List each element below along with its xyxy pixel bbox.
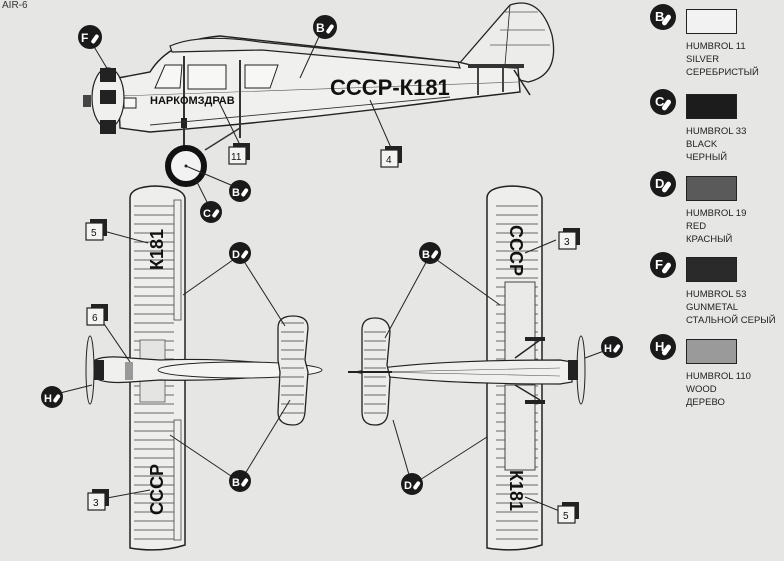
- svg-text:C: C: [203, 208, 211, 220]
- paint-callout-d-lower: D: [401, 473, 423, 495]
- decal-callouts: 11 4 5 6 3 3 5: [85, 143, 580, 524]
- decal-callout-3-right: 3: [558, 228, 580, 250]
- paint-name-en: RED: [686, 221, 707, 232]
- paint-name-en: WOOD: [686, 384, 717, 395]
- fuselage-marking: НАРКОМЗДРАВ: [150, 95, 235, 107]
- paint-badge-icon: C: [650, 89, 676, 115]
- svg-text:5: 5: [91, 228, 97, 239]
- decal-callout-5-right: 5: [557, 502, 579, 524]
- paint-name-ru: СЕРЕБРИСТЫЙ: [686, 67, 759, 78]
- aircraft-drawings: НАРКОМЗДРАВ СССР-К181 К181 СССР: [41, 2, 623, 551]
- upper-wing-registration: К181: [147, 229, 167, 270]
- color-swatch: [686, 339, 737, 364]
- svg-text:3: 3: [93, 498, 99, 509]
- paint-callout-f-engine: F: [78, 25, 102, 49]
- decal-callout-6: 6: [86, 304, 108, 326]
- paint-name-ru: ДЕРЕВО: [686, 397, 725, 408]
- paint-name-ru: СТАЛЬНОЙ СЕРЫЙ: [686, 315, 776, 326]
- paint-name-en: SILVER: [686, 54, 720, 65]
- paint-badge-icon: F: [650, 252, 676, 278]
- side-upper-wing: [169, 37, 461, 69]
- engine: [83, 67, 125, 134]
- svg-text:H: H: [44, 393, 52, 405]
- svg-text:11: 11: [231, 152, 242, 163]
- color-swatch: [686, 94, 737, 119]
- paint-code: HUMBROL 110: [686, 371, 751, 382]
- paint-name-ru: ЧЕРНЫЙ: [686, 152, 728, 163]
- color-swatch: [686, 9, 737, 34]
- side-tail-fin: [456, 2, 555, 83]
- paint-badge-icon: B: [650, 4, 676, 30]
- top-view-lower-surface: СССР К181: [348, 185, 586, 551]
- paint-code: HUMBROL 11: [686, 41, 746, 52]
- side-view: НАРКОМЗДРАВ СССР-К181: [83, 2, 555, 187]
- paint-badge-icon: H: [650, 334, 676, 360]
- paint-callout-b-wheel: B: [229, 180, 251, 202]
- document-id: AIR-6: [2, 0, 28, 11]
- paint-callout-h-left: H: [41, 386, 63, 408]
- svg-text:B: B: [232, 187, 240, 199]
- svg-text:D: D: [404, 480, 412, 492]
- paint-callouts: F B B C D H B B H D: [41, 15, 623, 495]
- paint-code: HUMBROL 19: [686, 208, 747, 219]
- svg-text:5: 5: [563, 511, 569, 522]
- svg-text:3: 3: [564, 237, 570, 248]
- paint-callout-d-upper: D: [229, 242, 251, 264]
- decal-callout-4: 4: [380, 146, 402, 168]
- color-swatch: [686, 176, 737, 201]
- lower-wing-registration: К181: [506, 470, 526, 511]
- decal-callout-11: 11: [228, 143, 250, 165]
- svg-text:D: D: [232, 249, 240, 261]
- paint-code: HUMBROL 33: [686, 126, 747, 137]
- decal-callout-5-left: 5: [85, 219, 107, 241]
- paint-callout-b-upper-view: B: [229, 470, 251, 492]
- paint-callout-b-lower-view: B: [419, 242, 441, 264]
- paint-callout-b-fuselage: B: [313, 15, 337, 39]
- paint-badge-icon: D: [650, 171, 676, 197]
- paint-name-en: BLACK: [686, 139, 718, 150]
- top-view-upper-surface: К181 СССР: [85, 185, 323, 551]
- svg-text:H: H: [604, 343, 612, 355]
- svg-text:4: 4: [386, 155, 392, 166]
- color-swatch: [686, 257, 737, 282]
- decal-callout-3-left: 3: [87, 489, 109, 511]
- paint-callout-h-right: H: [601, 336, 623, 358]
- svg-text:B: B: [232, 477, 240, 489]
- svg-text:B: B: [316, 21, 325, 35]
- side-registration: СССР-К181: [330, 75, 450, 100]
- paint-name-en: GUNMETAL: [686, 302, 739, 313]
- paint-name-ru: КРАСНЫЙ: [686, 234, 733, 245]
- svg-text:F: F: [81, 31, 88, 45]
- svg-text:B: B: [422, 249, 430, 261]
- lower-wing-country: СССР: [506, 225, 526, 276]
- paint-legend: B HUMBROL 11 SILVER СЕРЕБРИСТЫЙ C HUMBROL …: [648, 0, 784, 561]
- paint-callout-c-tire: C: [200, 201, 222, 223]
- svg-text:6: 6: [92, 313, 98, 324]
- upper-wing-country: СССР: [147, 464, 167, 515]
- paint-code: HUMBROL 53: [686, 289, 747, 300]
